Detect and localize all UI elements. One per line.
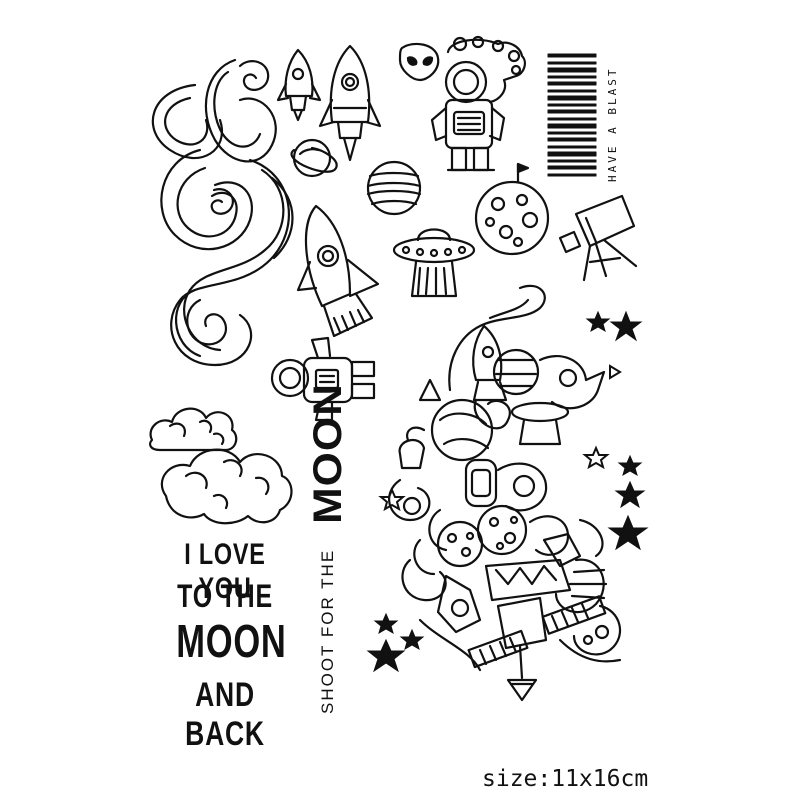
star-icon [614, 480, 646, 509]
star-icon [378, 487, 406, 512]
moon-vertical-text: MOON [306, 383, 351, 524]
star-icon [399, 628, 425, 651]
love-line-1: I LOVE YOU [184, 538, 266, 605]
alien-head-icon [398, 42, 440, 82]
star-icon [607, 514, 649, 551]
cloud-icon [149, 407, 238, 452]
star-icon [373, 612, 399, 635]
star-icon [582, 445, 610, 470]
astronaut-icon [430, 35, 526, 172]
cloud-icon [160, 448, 293, 525]
space-collage-icon [388, 284, 622, 702]
size-caption: size:11x16cm [482, 766, 649, 792]
have-a-blast-text: HAVE A BLAST [606, 66, 619, 182]
star-icon [585, 310, 611, 333]
swirl-icon [151, 58, 294, 367]
love-line-2: TO THE [177, 578, 273, 614]
big-rocket-icon [296, 204, 380, 338]
ufo-icon [392, 228, 476, 298]
outline-stars-group [378, 364, 622, 512]
love-line-3: MOON [176, 615, 287, 667]
barcode-icon [547, 53, 597, 177]
star-icon [617, 454, 643, 477]
astronaut-floating-icon [270, 336, 376, 422]
star-icon [609, 310, 643, 342]
shoot-for-the-text: SHOOT FOR THE [318, 548, 337, 714]
moon-with-flag-icon [474, 162, 550, 256]
star-icon [366, 638, 406, 673]
love-line-4: AND BACK [185, 676, 265, 753]
rocket-icon [318, 44, 382, 162]
planet-icon [366, 160, 422, 216]
stars-group [366, 310, 649, 673]
small-rocket-icon [276, 48, 322, 122]
telescope-icon [558, 194, 638, 282]
ringed-planet-icon [290, 138, 338, 178]
star-icon [609, 364, 622, 380]
